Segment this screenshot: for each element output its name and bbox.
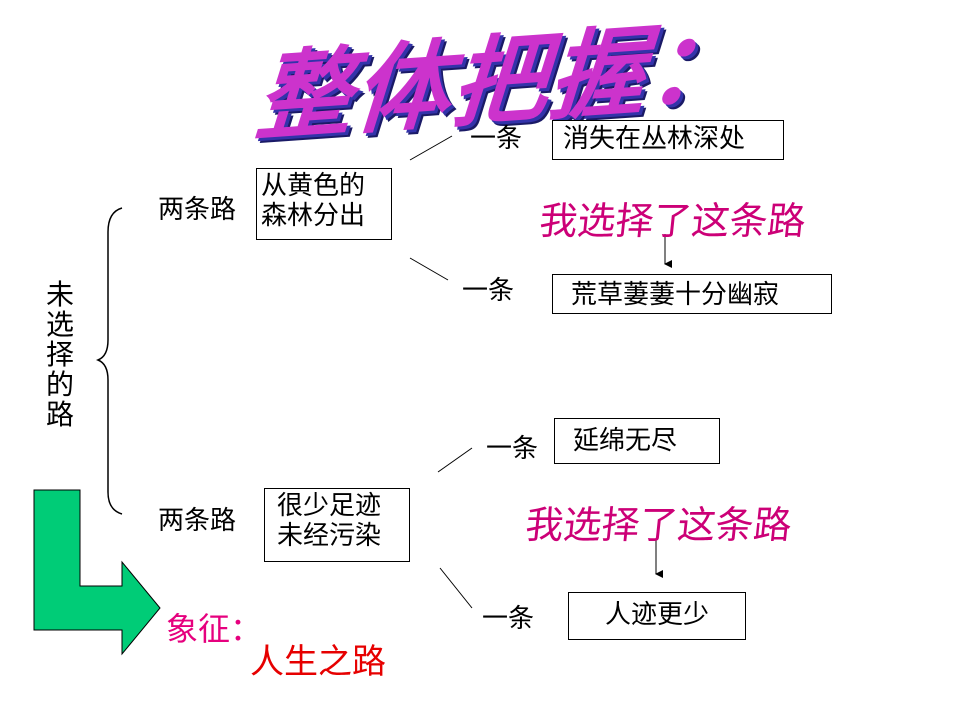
branch-2-option-1-text: 延绵无尽 bbox=[573, 426, 678, 456]
branch-1-box-line-1: 从黄色的 bbox=[261, 171, 366, 201]
branch-1-option-1-box: 消失在丛林深处 bbox=[552, 120, 784, 160]
branch-2-box-line-2: 未经污染 bbox=[277, 521, 382, 551]
branch-2-label: 两条路 bbox=[158, 506, 237, 536]
branch-1-choice: 我选择了这条路 bbox=[537, 199, 808, 243]
branch-2-option-1-prefix: 一条 bbox=[486, 434, 539, 464]
branch-2-option-2-text: 人迹更少 bbox=[605, 600, 710, 630]
branch-1-option-1-text: 消失在丛林深处 bbox=[563, 124, 746, 154]
symbol-value: 人生之路 bbox=[250, 642, 386, 682]
branch-1-option-2-prefix: 一条 bbox=[462, 276, 515, 306]
branch-1-box-line-2: 森林分出 bbox=[261, 201, 366, 231]
branch-2-option-2-box: 人迹更少 bbox=[568, 592, 746, 640]
branch-2-option-2-prefix: 一条 bbox=[482, 604, 535, 634]
branch-1-box: 从黄色的 森林分出 bbox=[256, 168, 392, 240]
root-node-label: 未选择的路 bbox=[45, 278, 74, 431]
connector-line bbox=[409, 135, 453, 161]
symbol-label: 象征： bbox=[166, 610, 263, 648]
branch-1-option-2-text: 荒草萋萋十分幽寂 bbox=[571, 280, 780, 310]
branch-2-option-1-box: 延绵无尽 bbox=[554, 418, 720, 464]
branch-2-box-line-1: 很少足迹 bbox=[277, 491, 382, 521]
connector-line bbox=[437, 447, 473, 473]
green-bend-arrow-icon bbox=[33, 489, 161, 656]
branch-2-choice: 我选择了这条路 bbox=[523, 503, 794, 547]
branch-2-box: 很少足迹 未经污染 bbox=[264, 488, 410, 562]
connector-line bbox=[439, 567, 473, 609]
branch-1-label: 两条路 bbox=[158, 195, 237, 225]
root-brace bbox=[95, 207, 123, 515]
branch-1-option-1-prefix: 一条 bbox=[470, 124, 523, 154]
branch-1-option-2-box: 荒草萋萋十分幽寂 bbox=[552, 274, 832, 314]
connector-line bbox=[409, 257, 449, 281]
